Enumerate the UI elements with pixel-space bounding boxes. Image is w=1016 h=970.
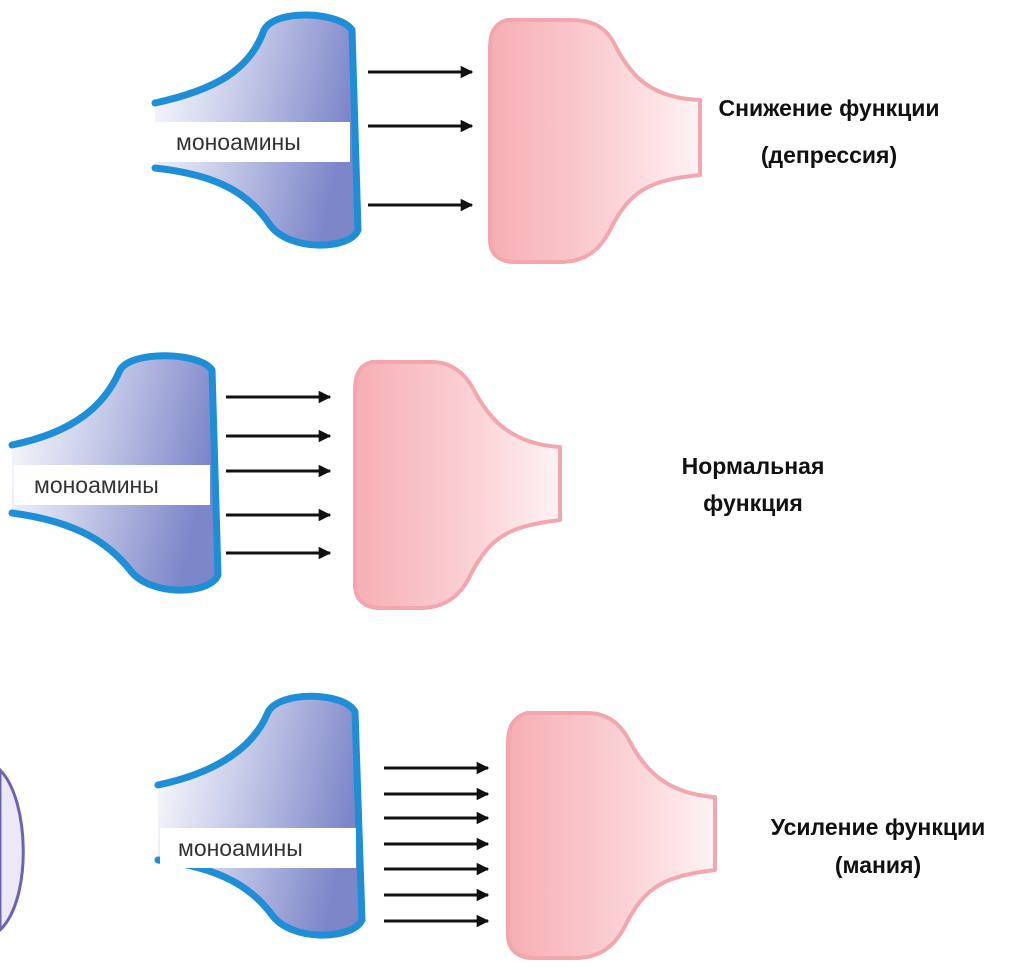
panel-mania: моноамины Усиление функции (мания)	[158, 696, 985, 958]
presynaptic-terminal: моноамины	[155, 15, 358, 245]
caption-line2: функция	[703, 490, 803, 516]
postsynaptic-terminal	[490, 20, 700, 262]
arrows-mania	[384, 768, 488, 921]
presynaptic-terminal: моноамины	[158, 696, 362, 935]
postsynaptic-terminal	[508, 713, 715, 958]
monoamine-label: моноамины	[176, 129, 301, 155]
caption-line1: Снижение функции	[718, 95, 939, 121]
arrows-depression	[368, 72, 472, 205]
presynaptic-terminal: моноамины	[12, 356, 218, 590]
caption-line2: (депрессия)	[761, 142, 897, 168]
caption-line1: Нормальная	[682, 453, 825, 479]
panel-normal: моноамины Нормальная функция	[12, 356, 824, 608]
monoamine-label: моноамины	[178, 835, 303, 861]
arrows-normal	[226, 397, 330, 553]
postsynaptic-terminal	[355, 362, 560, 608]
side-decoration	[0, 770, 23, 930]
caption-line1: Усиление функции	[771, 814, 986, 840]
monoamine-label: моноамины	[34, 472, 159, 498]
panel-depression: моноамины Снижение функции (депрессия)	[155, 15, 940, 262]
caption-line2: (мания)	[835, 852, 921, 878]
